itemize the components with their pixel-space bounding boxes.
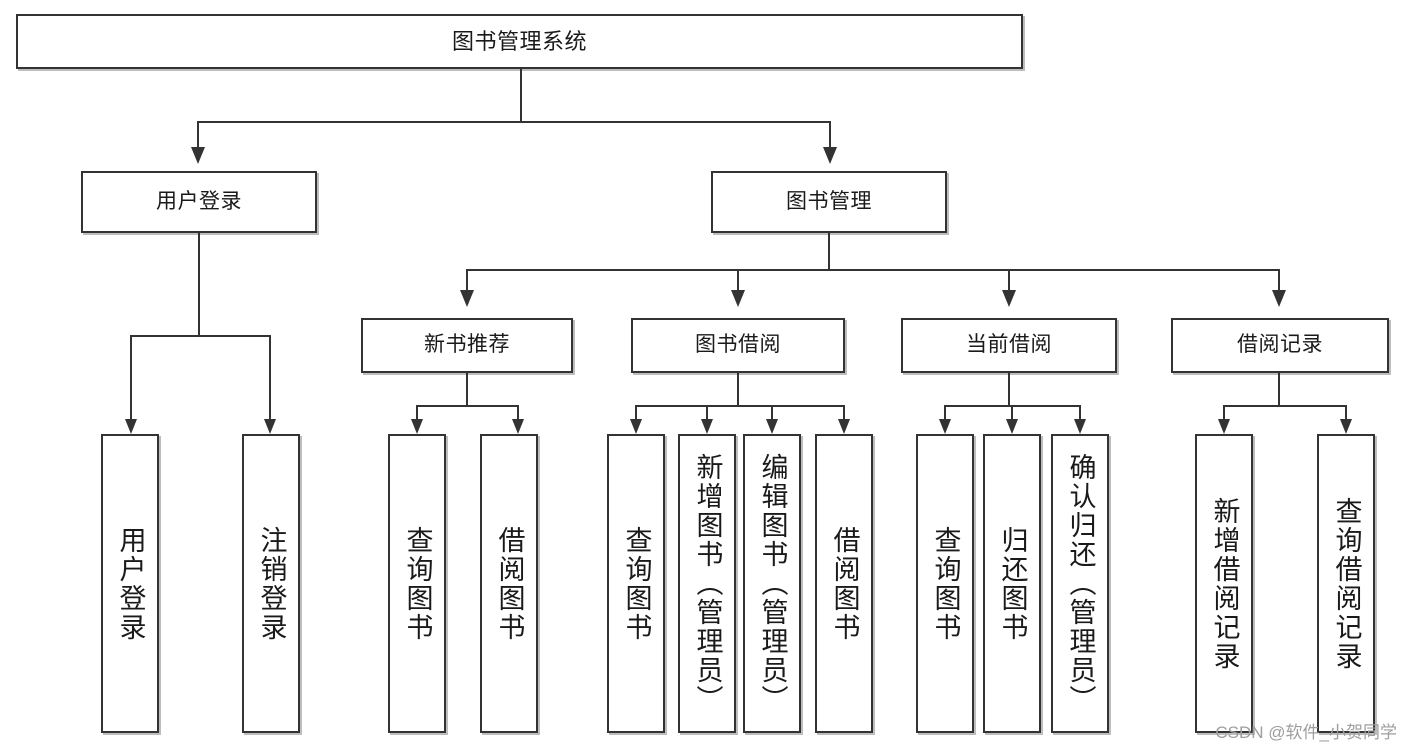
connector-book-borrow-drop-4 (843, 405, 845, 420)
node-leaf-add-borrow-record[interactable]: 新增借阅记录 (1195, 434, 1253, 733)
node-leaf-query-book-3[interactable]: 查询图书 (916, 434, 974, 733)
node-leaf-add-book-admin[interactable]: 新增图书（管理员） (678, 434, 736, 733)
connector-user-login-drop-1 (130, 335, 132, 420)
node-new-book-rec[interactable]: 新书推荐 (361, 318, 573, 373)
connector-book-borrow-stem (737, 373, 739, 406)
arrow-to-leaf-12 (1218, 419, 1230, 434)
connector-book-borrow-drop-1 (635, 405, 637, 420)
connector-current-borrow-drop-3 (1079, 405, 1081, 420)
arrow-to-leaf-13 (1340, 419, 1352, 434)
connector-borrow-record-drop-2 (1345, 405, 1347, 420)
connector-new-book-rec-drop-2 (517, 405, 519, 420)
connector-book-manage-drop-4 (1278, 269, 1280, 291)
watermark-text: CSDN @软件_小贺同学 (1215, 723, 1397, 742)
arrow-to-user-login (191, 147, 205, 164)
node-label: 新增图书（管理员） (692, 453, 723, 714)
node-book-manage[interactable]: 图书管理 (711, 171, 947, 233)
node-label: 图书借阅 (695, 333, 781, 357)
connector-user-login-drop-2 (269, 335, 271, 420)
node-label: 当前借阅 (966, 333, 1052, 357)
node-leaf-user-login[interactable]: 用户登录 (101, 434, 159, 733)
node-leaf-edit-book-admin[interactable]: 编辑图书（管理员） (743, 434, 801, 733)
connector-new-book-rec-drop-1 (416, 405, 418, 420)
node-label: 归还图书 (997, 525, 1028, 642)
arrow-to-book-manage (823, 147, 837, 164)
connector-user-login-stem (198, 233, 200, 336)
connector-book-borrow-drop-2 (706, 405, 708, 420)
node-label: 借阅图书 (829, 525, 860, 642)
connector-root-to-user-login (197, 121, 199, 148)
node-label: 新增借阅记录 (1209, 496, 1240, 671)
connector-borrow-record-drop-1 (1223, 405, 1225, 420)
node-leaf-query-book-1[interactable]: 查询图书 (388, 434, 446, 733)
node-root-system[interactable]: 图书管理系统 (16, 14, 1023, 69)
node-leaf-query-borrow-record[interactable]: 查询借阅记录 (1317, 434, 1375, 733)
arrow-to-new-book-rec (460, 290, 474, 307)
node-label: 借阅记录 (1237, 333, 1323, 357)
connector-root-bus (197, 121, 830, 123)
connector-book-manage-bus (466, 269, 1280, 271)
arrow-to-leaf-1 (125, 419, 137, 434)
node-leaf-borrow-book-2[interactable]: 借阅图书 (815, 434, 873, 733)
connector-borrow-record-stem (1278, 373, 1280, 406)
connector-book-manage-drop-2 (737, 269, 739, 291)
node-leaf-borrow-book-1[interactable]: 借阅图书 (480, 434, 538, 733)
node-leaf-logout[interactable]: 注销登录 (242, 434, 300, 733)
connector-root-stem (520, 69, 522, 122)
node-label: 用户登录 (156, 189, 242, 213)
node-label: 编辑图书（管理员） (757, 453, 788, 714)
arrow-to-leaf-11 (1074, 419, 1086, 434)
node-label: 查询图书 (930, 525, 961, 642)
arrow-to-leaf-6 (701, 419, 713, 434)
node-label: 确认归还（管理员） (1065, 453, 1096, 714)
node-leaf-query-book-2[interactable]: 查询图书 (607, 434, 665, 733)
connector-new-book-rec-bus (416, 405, 518, 407)
node-label: 用户登录 (115, 525, 146, 642)
node-label: 借阅图书 (494, 525, 525, 642)
node-label: 图书管理系统 (451, 28, 587, 54)
connector-book-manage-stem (828, 233, 830, 270)
connector-user-login-bus (130, 335, 270, 337)
node-borrow-record[interactable]: 借阅记录 (1171, 318, 1389, 373)
arrow-to-book-borrow (731, 290, 745, 307)
node-current-borrow[interactable]: 当前借阅 (901, 318, 1117, 373)
arrow-to-leaf-5 (630, 419, 642, 434)
node-label: 查询借阅记录 (1331, 496, 1362, 671)
arrow-to-borrow-record (1272, 290, 1286, 307)
node-label: 查询图书 (402, 525, 433, 642)
node-leaf-return-book[interactable]: 归还图书 (983, 434, 1041, 733)
arrow-to-leaf-8 (838, 419, 850, 434)
connector-new-book-rec-stem (466, 373, 468, 406)
arrow-to-current-borrow (1002, 290, 1016, 307)
node-label: 图书管理 (786, 189, 872, 213)
connector-book-borrow-drop-3 (771, 405, 773, 420)
node-book-borrow[interactable]: 图书借阅 (631, 318, 845, 373)
connector-book-borrow-bus (635, 405, 844, 407)
node-user-login[interactable]: 用户登录 (81, 171, 317, 233)
connector-book-manage-drop-3 (1008, 269, 1010, 291)
connector-current-borrow-drop-1 (944, 405, 946, 420)
arrow-to-leaf-10 (1006, 419, 1018, 434)
connector-book-manage-drop-1 (466, 269, 468, 291)
node-leaf-confirm-return-admin[interactable]: 确认归还（管理员） (1051, 434, 1109, 733)
arrow-to-leaf-2 (264, 419, 276, 434)
arrow-to-leaf-3 (411, 419, 423, 434)
arrow-to-leaf-4 (512, 419, 524, 434)
connector-root-to-book-manage (829, 121, 831, 148)
connector-borrow-record-bus (1223, 405, 1346, 407)
connector-current-borrow-stem (1008, 373, 1010, 406)
node-label: 新书推荐 (424, 333, 510, 357)
node-label: 注销登录 (256, 525, 287, 642)
node-label: 查询图书 (621, 525, 652, 642)
connector-current-borrow-drop-2 (1011, 405, 1013, 420)
arrow-to-leaf-7 (766, 419, 778, 434)
arrow-to-leaf-9 (939, 419, 951, 434)
